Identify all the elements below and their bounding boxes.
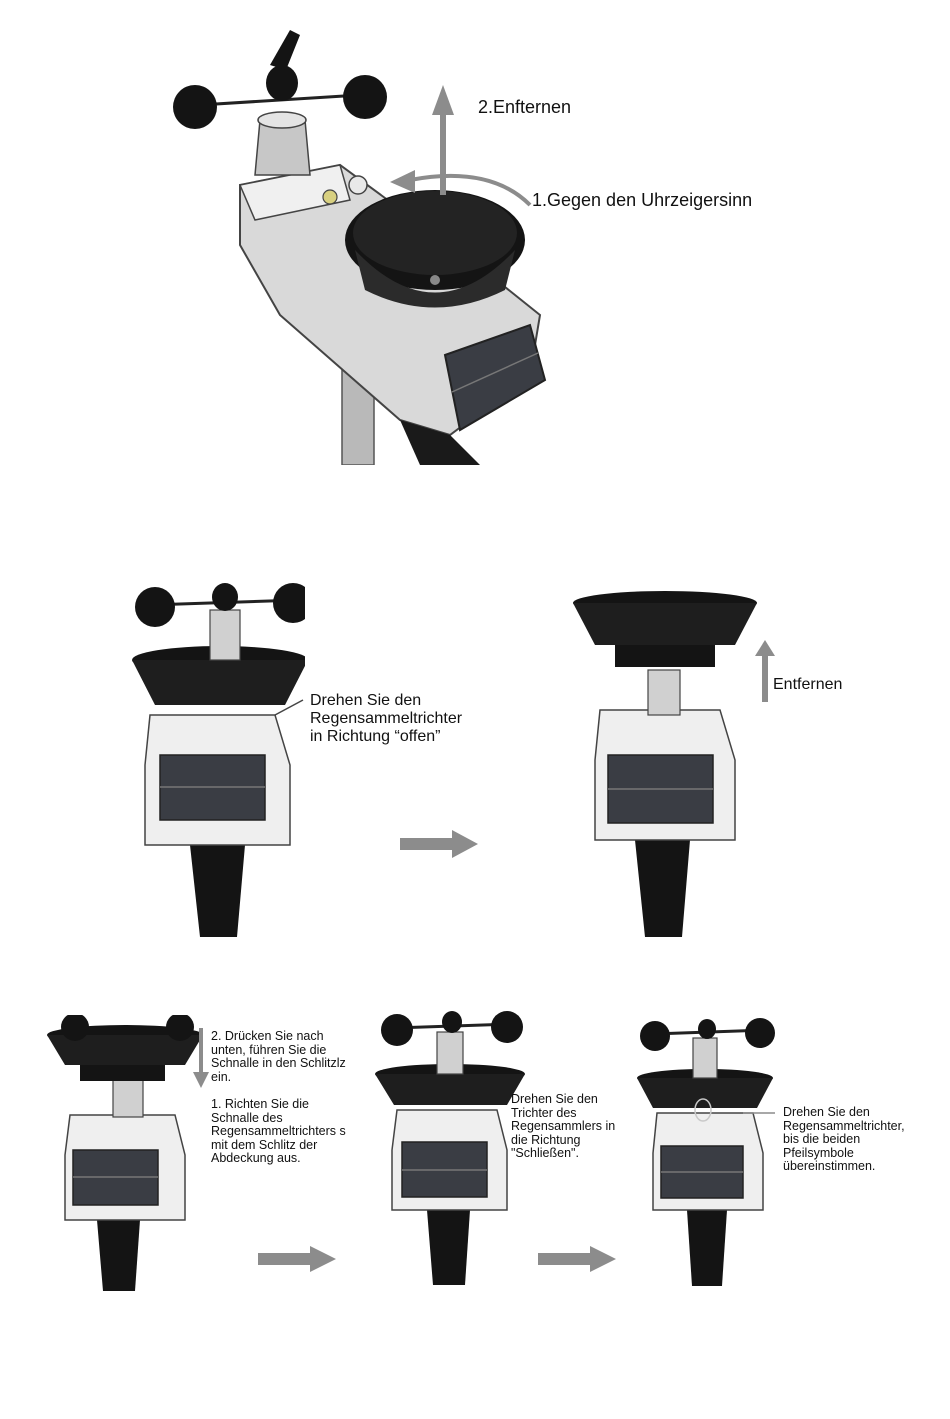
next-step-arrow bbox=[400, 830, 478, 858]
push-down-buckle-label: 2. Drücken Sie nach unten, führen Sie di… bbox=[211, 1029, 346, 1084]
weather-station-large-illustration bbox=[173, 30, 547, 465]
station-aligned-arrows-illustration bbox=[637, 1018, 775, 1286]
next-step-arrow-3 bbox=[538, 1246, 616, 1272]
step1-counterclockwise-label: 1.Gegen den Uhrzeigersinn bbox=[532, 190, 753, 210]
turn-funnel-close-label: Drehen Sie den Trichter des Regensammler… bbox=[511, 1092, 616, 1160]
remove-up-arrow bbox=[755, 640, 775, 702]
align-buckle-label: 1. Richten Sie die Schnalle des Regensam… bbox=[211, 1097, 346, 1165]
station-align-buckle-illustration bbox=[47, 1015, 203, 1291]
station-funnel-removed-illustration bbox=[573, 591, 757, 937]
station-open-funnel-illustration bbox=[132, 583, 305, 937]
step2-remove-label: 2.Enfternen bbox=[478, 97, 572, 117]
match-arrow-symbols-label: Drehen Sie den Regensammeltrichter, bis … bbox=[783, 1105, 905, 1173]
push-down-arrow bbox=[193, 1028, 209, 1088]
station-close-funnel-illustration bbox=[375, 1011, 525, 1285]
next-step-arrow-2 bbox=[258, 1246, 336, 1272]
remove-label: Entfernen bbox=[773, 676, 843, 693]
turn-funnel-open-label: Drehen Sie den Regensammeltrichter in Ri… bbox=[310, 692, 463, 745]
